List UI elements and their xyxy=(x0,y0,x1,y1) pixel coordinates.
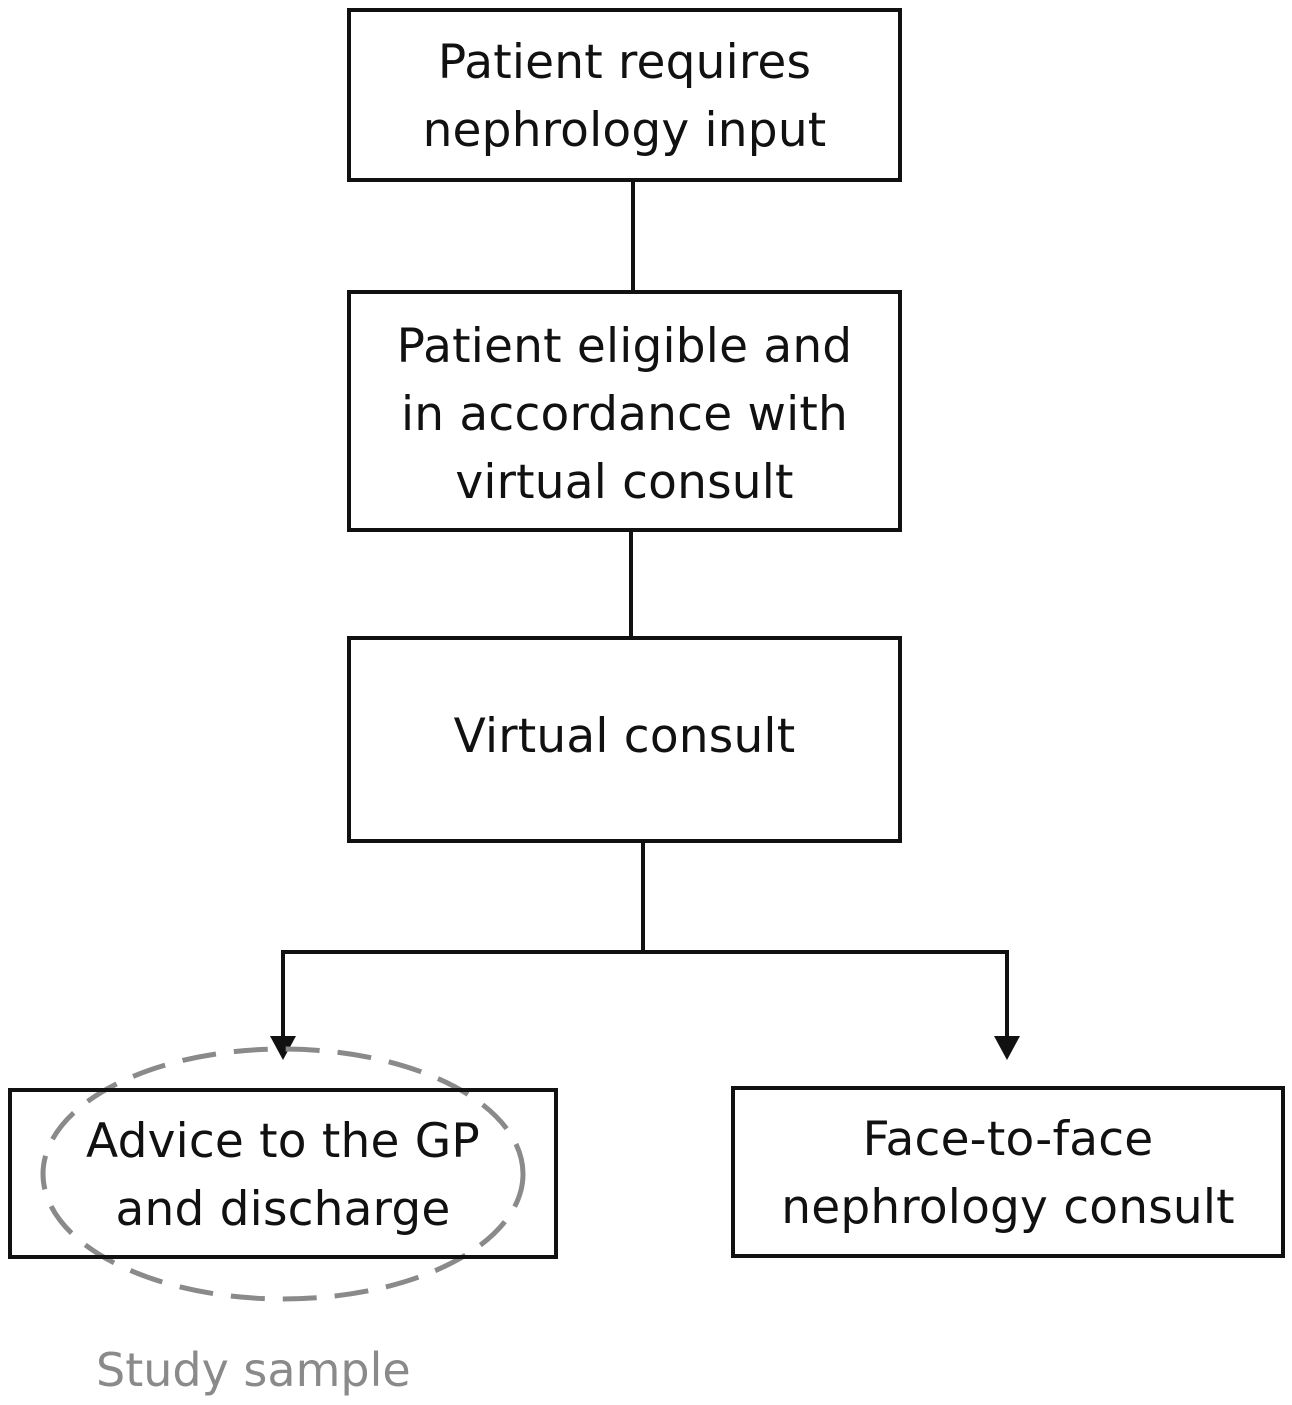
node-text-line: nephrology input xyxy=(422,103,827,158)
node-text-line: in accordance with xyxy=(401,387,848,442)
study-sample-highlight xyxy=(40,1046,526,1302)
arrowhead-to-n5 xyxy=(994,1036,1020,1060)
node-text-line: and discharge xyxy=(115,1181,451,1237)
node-text-line: Patient eligible and xyxy=(396,319,853,374)
node-text-line: Advice to the GP xyxy=(86,1113,480,1169)
node-text-line: Face-to-face xyxy=(862,1112,1154,1167)
node-patient-requires-input: Patient requires nephrology input xyxy=(347,8,902,182)
arrowhead-to-n4 xyxy=(270,1036,296,1060)
node-text-line: Patient requires xyxy=(437,35,812,90)
connector-branch-split xyxy=(281,950,1009,1042)
node-text-line: virtual consult xyxy=(455,455,794,510)
node-advice-and-discharge: Advice to the GP and discharge xyxy=(8,1088,558,1259)
node-text-line: nephrology consult xyxy=(781,1180,1235,1235)
node-patient-eligible: Patient eligible and in accordance with … xyxy=(347,290,902,532)
node-text-line: Virtual consult xyxy=(453,708,796,764)
node-virtual-consult: Virtual consult xyxy=(347,636,902,843)
node-face-to-face-consult: Face-to-face nephrology consult xyxy=(731,1086,1285,1258)
study-sample-label: Study sample xyxy=(96,1343,411,1397)
